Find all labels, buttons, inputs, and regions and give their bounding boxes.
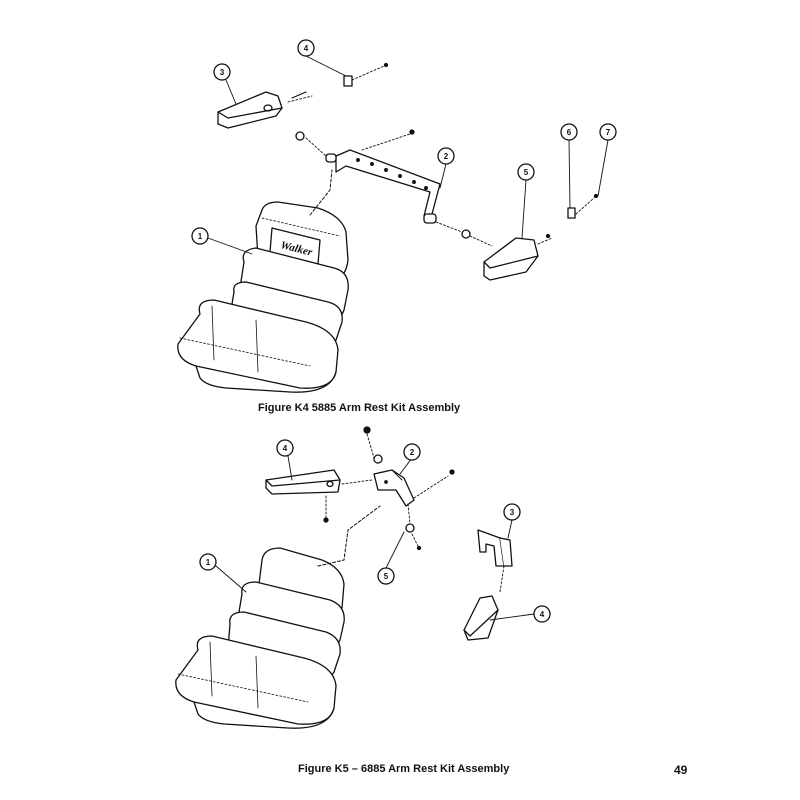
figure-k4-caption: Figure K4 5885 Arm Rest Kit Assembly xyxy=(258,402,461,414)
plate-k4 xyxy=(343,75,353,87)
armrest-lower-k5 xyxy=(463,595,499,641)
svg-text:4: 4 xyxy=(283,444,288,453)
callout-k4-7: 7 xyxy=(599,123,617,141)
svg-text:5: 5 xyxy=(384,572,389,581)
callout-k4-3: 3 xyxy=(213,63,231,81)
callout-k4-6: 6 xyxy=(560,123,578,141)
callout-k4-1: 1 xyxy=(191,227,209,245)
svg-text:2: 2 xyxy=(444,152,449,161)
svg-text:4: 4 xyxy=(540,610,545,619)
callout-k5-3: 3 xyxy=(503,503,521,521)
svg-text:6: 6 xyxy=(567,128,572,137)
washer-right-k4 xyxy=(461,229,471,239)
svg-text:3: 3 xyxy=(220,68,225,77)
bracket-right-k5 xyxy=(477,529,513,567)
seat-k4: Walker xyxy=(177,201,349,393)
callout-k4-2: 2 xyxy=(437,147,455,165)
svg-text:3: 3 xyxy=(510,508,515,517)
plate-right-k4 xyxy=(567,207,576,219)
bracket-k5 xyxy=(373,469,415,507)
figure-k5: 1 2 3 4 4 5 xyxy=(175,426,551,729)
washer-left-k4 xyxy=(295,131,305,141)
callout-k5-5: 5 xyxy=(377,567,395,585)
figure-k4: Walker xyxy=(177,39,617,393)
svg-text:1: 1 xyxy=(206,558,211,567)
page-number: 49 xyxy=(674,763,688,777)
callout-k5-1: 1 xyxy=(199,553,217,571)
svg-text:2: 2 xyxy=(410,448,415,457)
callout-k4-5: 5 xyxy=(517,163,535,181)
svg-text:7: 7 xyxy=(606,128,611,137)
callout-k5-2: 2 xyxy=(403,443,421,461)
washer-k5 xyxy=(405,523,415,533)
svg-text:5: 5 xyxy=(524,168,529,177)
armrest-pad-right-k4 xyxy=(483,237,539,281)
bracket-k4 xyxy=(325,149,441,224)
armrest-upper-k5 xyxy=(265,469,341,495)
svg-text:4: 4 xyxy=(304,44,309,53)
svg-text:1: 1 xyxy=(198,232,203,241)
armrest-pad-left-k4 xyxy=(217,91,283,129)
callout-k5-4a: 4 xyxy=(276,439,294,457)
callout-k5-4b: 4 xyxy=(533,605,551,623)
seat-k5 xyxy=(175,547,345,729)
callout-k4-4: 4 xyxy=(297,39,315,57)
figure-k5-caption: Figure K5 – 6885 Arm Rest Kit Assembly xyxy=(298,763,510,775)
